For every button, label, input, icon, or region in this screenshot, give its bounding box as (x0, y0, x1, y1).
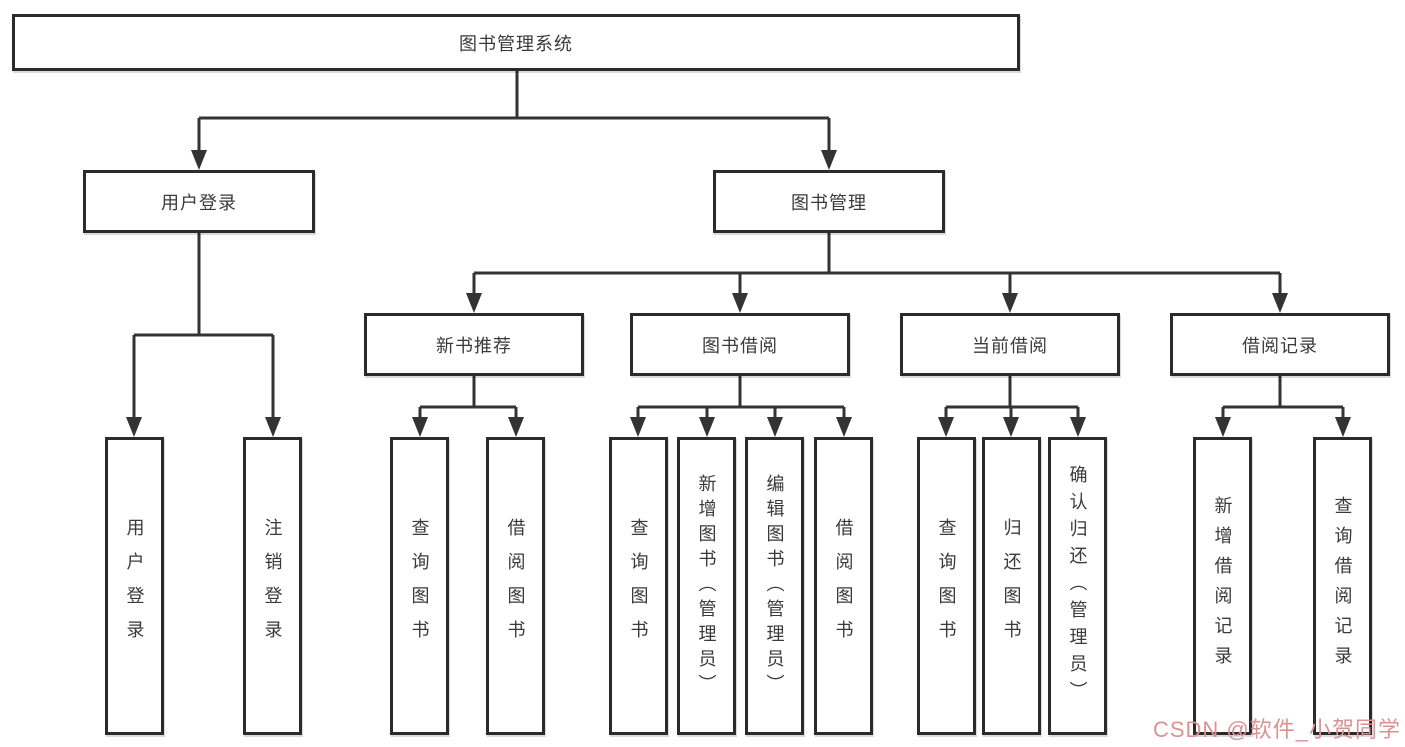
node-new-book-recommendation: 新书推荐 (364, 313, 584, 376)
leaf-label: 查询图书 (409, 518, 430, 654)
leaf-borrow-books: 借阅图书 (486, 437, 545, 735)
node-user-login: 用户登录 (83, 170, 315, 233)
leaf-label: 确认归还（管理员） (1067, 464, 1088, 708)
leaf-borrow-books: 借阅图书 (814, 437, 873, 735)
node-current-borrowing: 当前借阅 (900, 313, 1120, 376)
leaf-label: 用户登录 (124, 518, 145, 654)
leaf-query-borrow-record: 查询借阅记录 (1313, 437, 1372, 735)
node-book-borrowing: 图书借阅 (630, 313, 850, 376)
node-library-management-system: 图书管理系统 (12, 14, 1020, 71)
leaf-label: 新增借阅记录 (1212, 496, 1233, 676)
leaf-query-books: 查询图书 (390, 437, 449, 735)
leaf-query-books: 查询图书 (609, 437, 668, 735)
leaf-label: 查询借阅记录 (1332, 496, 1353, 676)
leaf-user-login: 用户登录 (105, 437, 164, 735)
leaf-add-borrow-record: 新增借阅记录 (1193, 437, 1252, 735)
leaf-label: 编辑图书（管理员） (764, 473, 785, 699)
leaf-label: 借阅图书 (505, 518, 526, 654)
leaf-edit-book-admin: 编辑图书（管理员） (745, 437, 804, 735)
leaf-label: 借阅图书 (833, 518, 854, 654)
leaf-confirm-return-admin: 确认归还（管理员） (1048, 437, 1107, 735)
leaf-add-book-admin: 新增图书（管理员） (677, 437, 736, 735)
leaf-label: 查询图书 (628, 518, 649, 654)
leaf-label: 归还图书 (1001, 518, 1022, 654)
leaf-return-books: 归还图书 (982, 437, 1041, 735)
leaf-logout: 注销登录 (243, 437, 302, 735)
leaf-label: 注销登录 (262, 518, 283, 654)
node-book-management: 图书管理 (713, 170, 945, 233)
leaf-label: 新增图书（管理员） (696, 473, 717, 699)
node-borrowing-records: 借阅记录 (1170, 313, 1390, 376)
leaf-label: 查询图书 (936, 518, 957, 654)
leaf-query-books: 查询图书 (917, 437, 976, 735)
csdn-watermark: CSDN @软件_小贺同学 (1152, 717, 1401, 742)
